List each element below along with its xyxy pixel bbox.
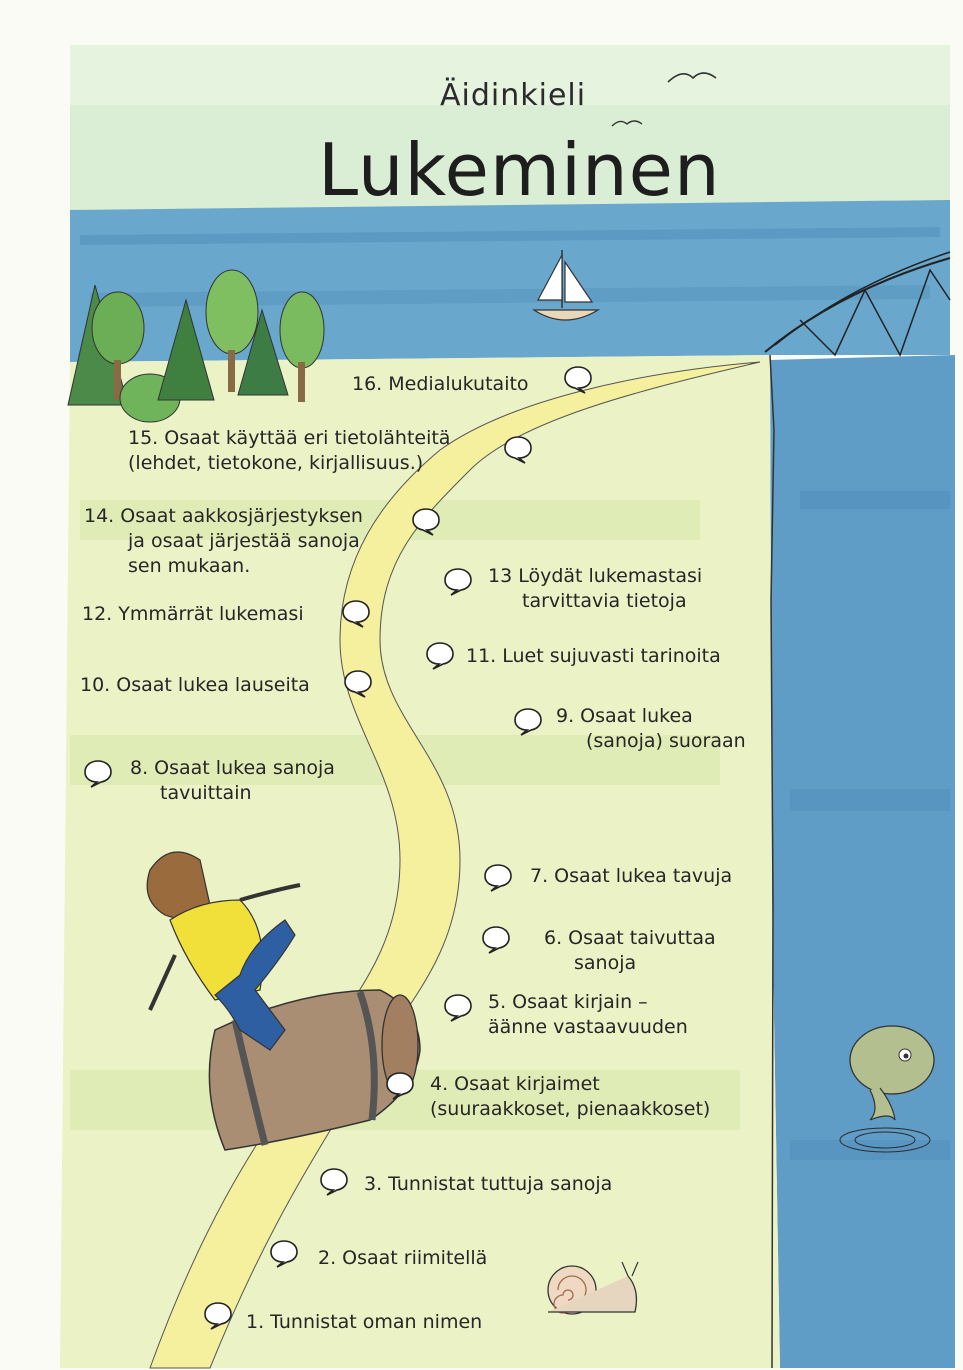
step-3: 3. Tunnistat tuttuja sanoja: [364, 1172, 612, 1197]
speech-bubble-icon: [442, 566, 474, 596]
step-6-line-1: 6. Osaat taivuttaa: [544, 927, 716, 949]
speech-bubble-icon: [410, 506, 442, 536]
subject-heading: Äidinkieli: [440, 78, 587, 113]
step-10-line-1: 10. Osaat lukea lauseita: [80, 674, 310, 696]
speech-bubble-icon: [342, 668, 374, 698]
step-14-line-2: ja osaat järjestää sanoja: [128, 530, 360, 552]
step-8-line-2: tavuittain: [160, 782, 252, 804]
step-8: 8. Osaat lukea sanoja tavuittain: [130, 756, 335, 806]
step-15: 15. Osaat käyttää eri tietolähteitä (leh…: [128, 426, 450, 476]
step-6: 6. Osaat taivuttaa sanoja: [544, 926, 716, 976]
speech-bubble-icon: [442, 992, 474, 1022]
speech-bubble-icon: [502, 434, 534, 464]
speech-bubble-icon: [202, 1300, 234, 1330]
speech-bubble-icon: [512, 706, 544, 736]
speech-bubble-icon: [482, 862, 514, 892]
step-15-line-1: 15. Osaat käyttää eri tietolähteitä: [128, 427, 451, 449]
speech-bubble-icon: [318, 1166, 350, 1196]
step-2-line-1: 2. Osaat riimitellä: [318, 1247, 488, 1269]
step-2: 2. Osaat riimitellä: [318, 1246, 487, 1271]
step-14-line-3: sen mukaan.: [128, 555, 251, 577]
speech-bubble-icon: [384, 1070, 416, 1100]
speech-bubble-icon: [82, 758, 114, 788]
step-8-line-1: 8. Osaat lukea sanoja: [130, 757, 335, 779]
step-1: 1. Tunnistat oman nimen: [246, 1310, 482, 1335]
step-4: 4. Osaat kirjaimet (suuraakkoset, pienaa…: [430, 1072, 710, 1122]
fish: [839, 1025, 935, 1153]
step-3-line-1: 3. Tunnistat tuttuja sanoja: [364, 1173, 613, 1195]
step-11-line-1: 11. Luet sujuvasti tarinoita: [466, 645, 721, 667]
speech-bubble-icon: [424, 640, 456, 670]
step-5: 5. Osaat kirjain – äänne vastaavuuden: [488, 990, 688, 1040]
snail: [547, 1261, 639, 1315]
step-14-line-1: 14. Osaat aakkosjärjestyksen: [84, 505, 363, 527]
step-9-line-2: (sanoja) suoraan: [586, 730, 746, 752]
boy: [146, 851, 301, 1051]
step-7-line-1: 7. Osaat lukea tavuja: [530, 865, 733, 887]
speech-bubble-icon: [480, 924, 512, 954]
step-16-line-1: 16. Medialukutaito: [352, 373, 529, 395]
step-14: 14. Osaat aakkosjärjestyksen ja osaat jä…: [84, 504, 363, 579]
speech-bubble-icon: [268, 1238, 300, 1268]
step-4-line-2: (suuraakkoset, pienaakkoset): [430, 1098, 711, 1120]
step-13: 13 Löydät lukemastasi tarvittavia tietoj…: [488, 564, 702, 614]
step-9: 9. Osaat lukea (sanoja) suoraan: [556, 704, 746, 754]
step-6-line-2: sanoja: [574, 952, 637, 974]
page-title: Lukeminen: [318, 128, 721, 212]
forest: [67, 269, 325, 423]
step-10: 10. Osaat lukea lauseita: [80, 673, 310, 698]
speech-bubble-icon: [562, 364, 594, 394]
step-15-line-2: (lehdet, tietokone, kirjallisuus.): [128, 452, 424, 474]
step-4-line-1: 4. Osaat kirjaimet: [430, 1073, 600, 1095]
sea: [770, 355, 955, 1368]
step-5-line-1: 5. Osaat kirjain –: [488, 991, 648, 1013]
step-13-line-2: tarvittavia tietoja: [522, 590, 687, 612]
step-5-line-2: äänne vastaavuuden: [488, 1016, 688, 1038]
step-1-line-1: 1. Tunnistat oman nimen: [246, 1311, 483, 1333]
step-13-line-1: 13 Löydät lukemastasi: [488, 565, 703, 587]
step-12-line-1: 12. Ymmärrät lukemasi: [82, 603, 304, 625]
step-7: 7. Osaat lukea tavuja: [530, 864, 732, 889]
step-11: 11. Luet sujuvasti tarinoita: [466, 644, 721, 669]
step-12: 12. Ymmärrät lukemasi: [82, 602, 304, 627]
speech-bubble-icon: [340, 598, 372, 628]
step-9-line-1: 9. Osaat lukea: [556, 705, 693, 727]
step-16: 16. Medialukutaito: [352, 372, 529, 397]
